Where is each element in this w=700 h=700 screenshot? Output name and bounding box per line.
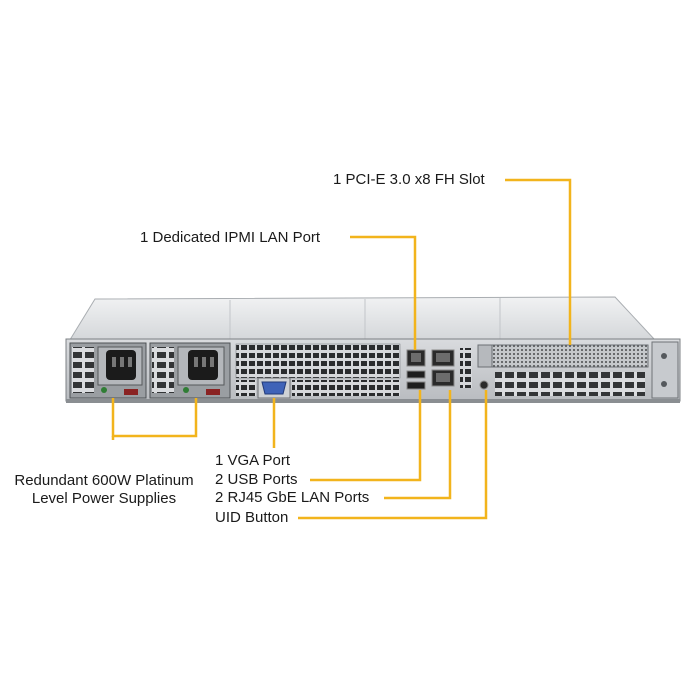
power-socket-icon	[188, 350, 218, 380]
io-vent-small	[460, 348, 472, 388]
power-supply-1	[69, 342, 147, 399]
callout-pcie-slot: 1 PCI-E 3.0 x8 FH Slot	[333, 171, 485, 188]
ipmi-lan-port-icon	[406, 349, 426, 367]
leader-line-ipmi	[350, 235, 417, 350]
callout-uid-button: UID Button	[215, 509, 289, 526]
power-socket-icon	[106, 350, 136, 380]
rj45-lan-ports-icon	[431, 349, 455, 387]
leader-line-pcie	[505, 178, 572, 345]
uid-button-icon	[479, 380, 489, 390]
io-vent-grille	[235, 343, 401, 396]
callout-rj45-lan-ports: 2 RJ45 GbE LAN Ports	[215, 489, 370, 506]
vga-port-icon	[257, 377, 291, 399]
rear-vent-grille	[495, 372, 645, 396]
callout-power-supplies: Redundant 600W Platinum Level Power Supp…	[2, 472, 206, 508]
leader-line-rj45	[384, 390, 452, 500]
callout-power-supplies-line1: Redundant 600W Platinum	[14, 472, 194, 489]
leader-lines	[111, 178, 572, 520]
callout-vga-port: 1 VGA Port	[215, 452, 291, 469]
power-supply-2	[149, 342, 231, 399]
pcie-slot-bracket	[477, 344, 649, 368]
usb-ports-icon	[406, 370, 426, 390]
leader-line-usb	[310, 390, 422, 482]
chassis-top	[67, 296, 657, 344]
callout-ipmi-lan-port: 1 Dedicated IPMI LAN Port	[140, 229, 321, 246]
callout-power-supplies-line2: Level Power Supplies	[31, 490, 177, 507]
callout-usb-ports: 2 USB Ports	[215, 471, 298, 488]
chassis-rail-ear	[651, 341, 679, 399]
leader-line-psu	[111, 398, 198, 438]
leader-line-uid	[298, 390, 488, 520]
